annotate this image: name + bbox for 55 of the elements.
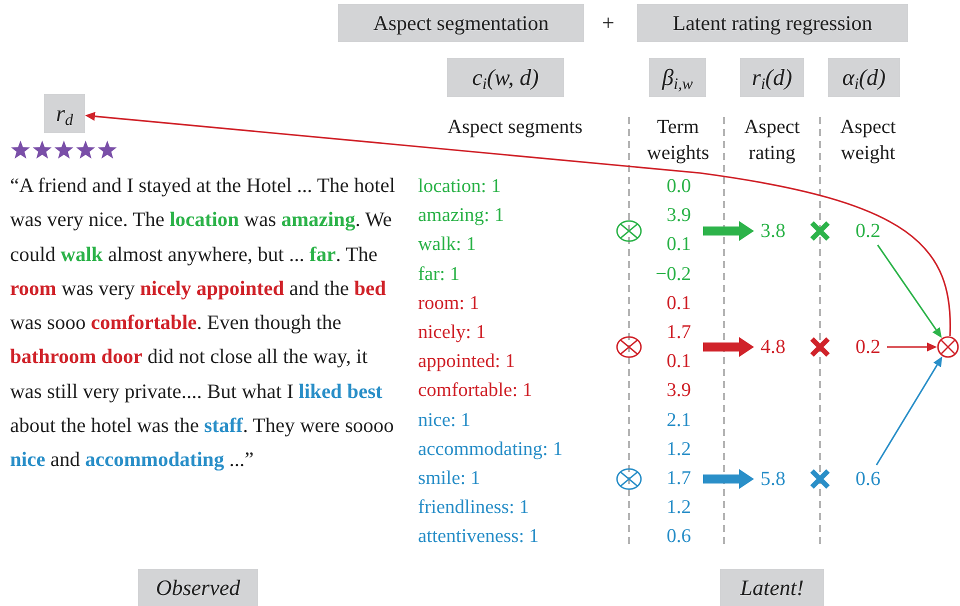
value-text: 4.8 xyxy=(754,333,792,361)
curved-arrow xyxy=(85,112,951,336)
term-weight: −0.2 xyxy=(654,262,691,287)
math-label-box: β$_{i,w}$ xyxy=(649,58,706,97)
term-weight: 1.7 xyxy=(666,467,691,491)
word-count: attentiveness: 1 xyxy=(418,525,539,550)
arrow xyxy=(876,356,942,466)
arrow xyxy=(887,342,937,352)
title-box: Aspect segmentation xyxy=(338,4,584,42)
column-header: Aspect rating xyxy=(743,115,801,166)
block-arrow xyxy=(703,337,754,357)
word-count: walk: 1 xyxy=(418,233,476,258)
term-weight: 3.9 xyxy=(666,379,691,404)
plus-sign: + xyxy=(602,10,614,36)
math-label-box: Observed xyxy=(138,569,258,606)
word-count: accommodating: 1 xyxy=(418,438,563,462)
term-weight: 0.1 xyxy=(666,292,691,316)
term-weight: 2.1 xyxy=(666,408,691,433)
value-text: 0.2 xyxy=(849,333,887,361)
term-weight: 0.6 xyxy=(666,525,691,550)
value-text: 3.8 xyxy=(754,217,792,245)
math-label-box: r$_{d}$ xyxy=(44,94,85,133)
multiply-node xyxy=(937,336,959,358)
word-count: comfortable: 1 xyxy=(418,379,532,404)
word-count: smile: 1 xyxy=(418,467,480,491)
review-text: “A friend and I stayed at the Hotel ... The hotel was very nice. The location was amazing. We could walk almost anywhere, but ... far. The room was very nicely appointed and the bed was sooo comfortable. Even though the bathroom door did not close all the way, it was still very private.... But what I liked best about the hotel was the staff. They were soooo nice and accommodating ...” xyxy=(10,174,396,474)
math-label-box: α$_{i}$(d) xyxy=(828,58,900,97)
word-count: nice: 1 xyxy=(418,408,471,433)
word-count: amazing: 1 xyxy=(418,204,504,228)
term-weight: 1.2 xyxy=(666,438,691,462)
block-arrow xyxy=(703,221,754,241)
arrow xyxy=(877,244,942,338)
block-arrow xyxy=(703,469,754,489)
word-count: appointed: 1 xyxy=(418,350,515,374)
value-text: 0.2 xyxy=(849,217,887,245)
term-weight: 3.9 xyxy=(666,204,691,228)
word-count: room: 1 xyxy=(418,292,480,316)
term-weight: 0.1 xyxy=(666,233,691,258)
math-label-box: Latent! xyxy=(720,569,824,606)
word-count: far: 1 xyxy=(418,262,460,287)
value-text: 0.6 xyxy=(849,465,887,493)
term-weight: 0.0 xyxy=(666,175,691,199)
word-count: friendliness: 1 xyxy=(418,496,530,520)
math-label-box: r$_{i}$(d) xyxy=(740,58,804,97)
word-count: location: 1 xyxy=(418,175,501,199)
term-weight: 1.7 xyxy=(666,321,691,345)
word-count: nicely: 1 xyxy=(418,321,486,345)
math-label-box: c$_{i}$(w, d) xyxy=(447,58,564,97)
title-box: Latent rating regression xyxy=(637,4,908,42)
column-header: Term weights xyxy=(646,115,710,166)
term-weight: 0.1 xyxy=(666,350,691,374)
term-weight: 1.2 xyxy=(666,496,691,520)
column-header: Aspect segments xyxy=(446,115,584,140)
value-text: 5.8 xyxy=(754,465,792,493)
column-header: Aspect weight xyxy=(839,115,897,166)
